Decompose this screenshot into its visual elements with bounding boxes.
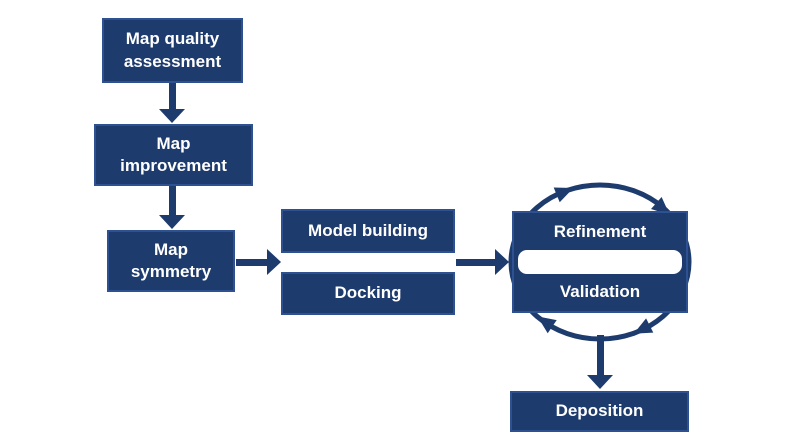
node-validation: Validation — [559, 282, 641, 301]
arrow-down-head — [159, 109, 185, 123]
cycle-arrowhead-top-right — [651, 197, 670, 215]
arrow-validation-to-deposition — [587, 335, 613, 389]
arrow-down-head — [159, 215, 185, 229]
node-refinement: Refinement — [553, 222, 647, 241]
arrow-map-quality-to-map-improvement — [159, 83, 185, 123]
arrow-right-head — [495, 249, 509, 275]
refinement-validation-divider — [518, 250, 682, 274]
arrow-shaft — [596, 335, 604, 375]
node-deposition: Deposition — [510, 391, 689, 432]
node-map-improvement: Map improvement — [94, 124, 253, 186]
arrow-down-head — [587, 375, 613, 389]
arrow-right-head — [267, 249, 281, 275]
arrow-shaft — [456, 258, 495, 266]
arrow-model-building-to-refinement — [456, 249, 509, 275]
arrow-shaft — [168, 186, 176, 215]
node-model-building: Model building — [281, 209, 455, 253]
node-refinement-validation-block: Refinement Validation — [512, 211, 688, 313]
arrow-shaft — [236, 258, 267, 266]
arrow-shaft — [168, 83, 176, 109]
node-docking: Docking — [281, 272, 455, 315]
node-map-quality-assessment: Map quality assessment — [102, 18, 243, 83]
arrow-map-improvement-to-map-symmetry — [159, 186, 185, 229]
cycle-arrowhead-bottom-left — [537, 316, 557, 334]
node-map-symmetry: Map symmetry — [107, 230, 235, 292]
cycle-arrowhead-top-left — [553, 187, 574, 203]
cycle-arrowhead-bottom-right — [633, 318, 654, 334]
arrow-map-symmetry-to-model-building — [236, 249, 281, 275]
